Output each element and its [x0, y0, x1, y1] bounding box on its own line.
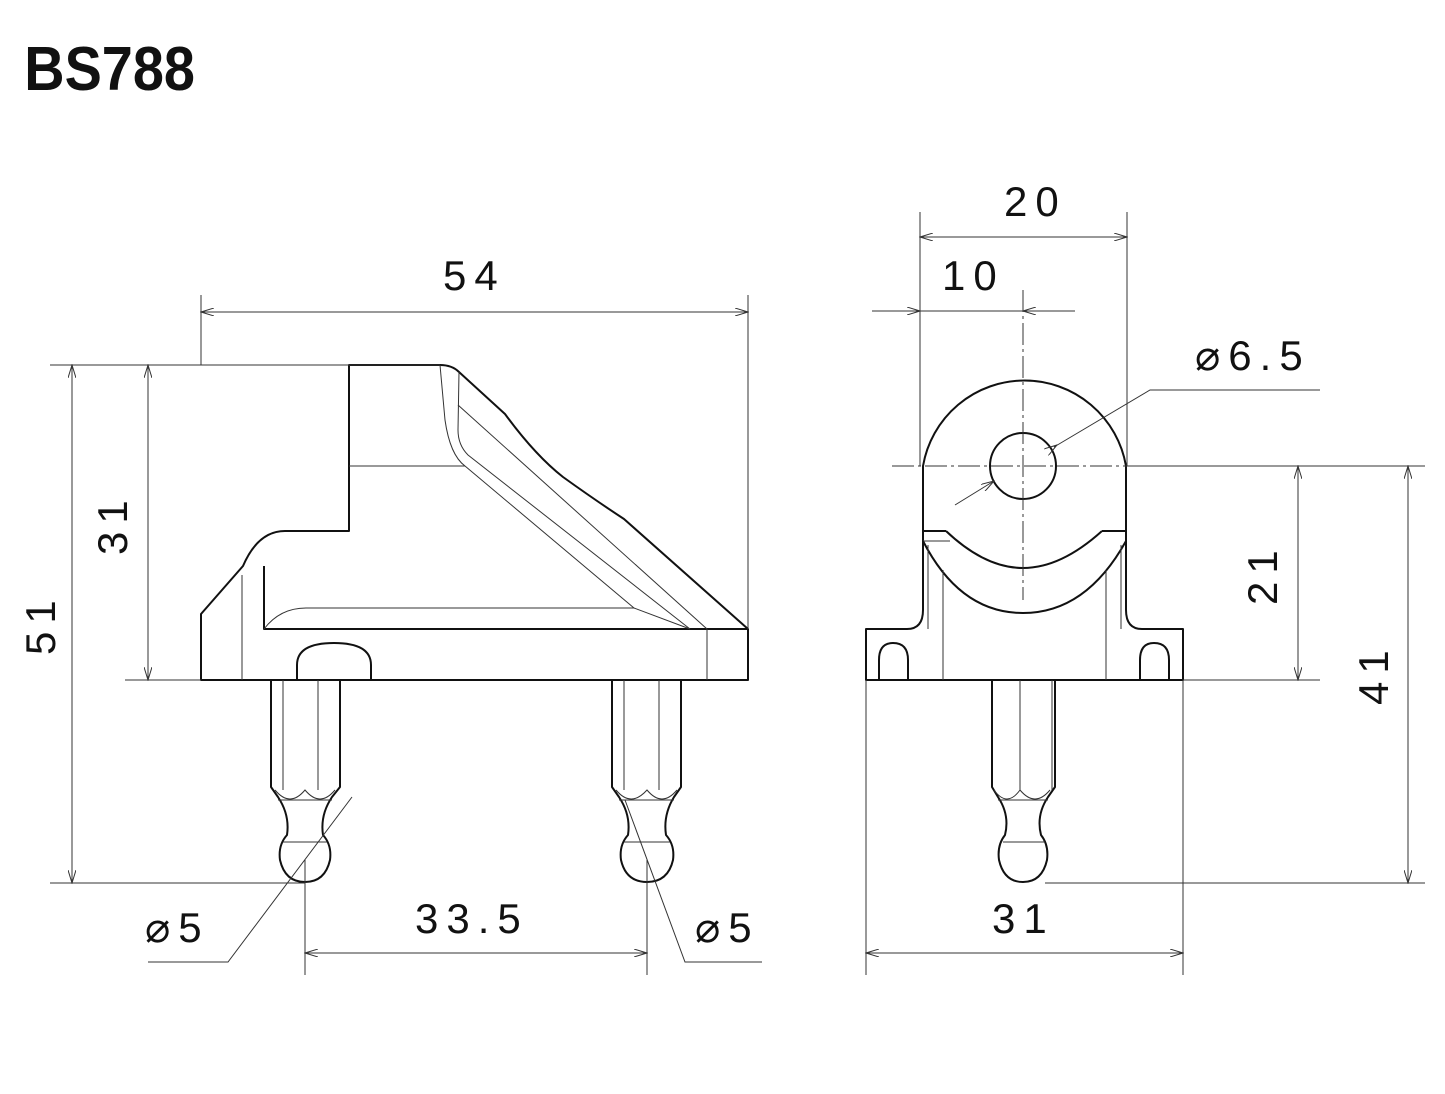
dim-54: 54: [443, 252, 506, 299]
left-pin: [270, 680, 341, 883]
dim-phi5-left: ⌀5: [145, 904, 210, 951]
side-view: [200, 364, 749, 883]
front-pin: [991, 680, 1056, 883]
dim-31-base: 31: [992, 895, 1055, 942]
side-dimensions: [50, 295, 762, 975]
dim-33-5: 33.5: [415, 895, 529, 942]
dim-phi5-right: ⌀5: [695, 904, 760, 951]
front-dimensions: [866, 212, 1425, 975]
dim-phi6-5: ⌀6.5: [1195, 332, 1311, 379]
dim-41: 41: [1350, 642, 1397, 705]
drawing-title: BS788: [24, 35, 195, 103]
dim-51: 51: [17, 592, 64, 655]
dim-20: 20: [1004, 178, 1067, 225]
dim-31-height: 31: [89, 492, 136, 555]
dim-21: 21: [1239, 542, 1286, 605]
dim-10: 10: [942, 252, 1005, 299]
front-view: [865, 290, 1184, 883]
right-pin: [611, 680, 682, 883]
